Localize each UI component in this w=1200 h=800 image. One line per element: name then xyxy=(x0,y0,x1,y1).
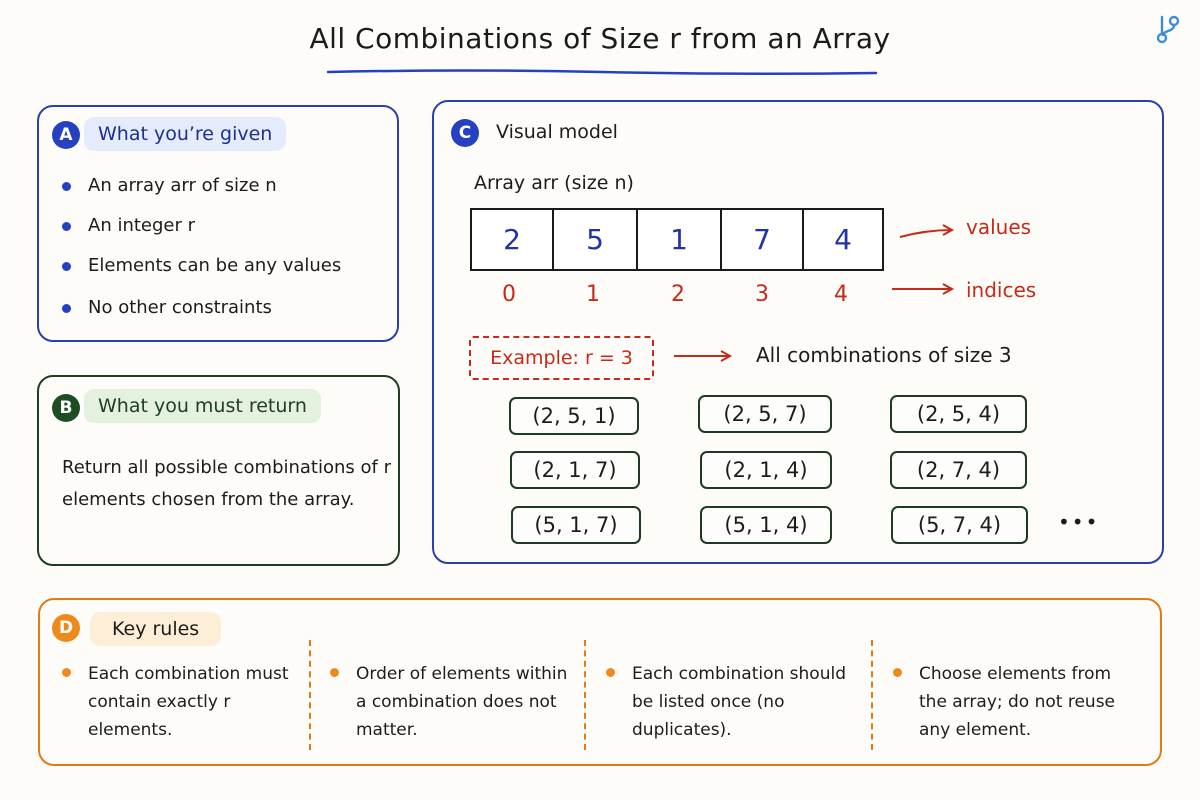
rule-item: Each combination must contain exactly r … xyxy=(62,660,289,744)
rule-item: Each combination should be listed once (… xyxy=(606,660,846,744)
arrow-right-icon xyxy=(892,283,955,295)
list-item: An integer r xyxy=(62,216,341,236)
arrow-right-icon xyxy=(899,224,955,238)
combination-box: (5, 7, 4) xyxy=(891,506,1028,544)
divider xyxy=(871,640,873,750)
divider xyxy=(309,640,311,750)
combination-box: (2, 7, 4) xyxy=(890,451,1027,489)
badge-b: B xyxy=(52,394,80,422)
bullet-icon xyxy=(606,668,615,677)
combination-box: (2, 5, 4) xyxy=(890,395,1027,433)
arrow-right-icon xyxy=(674,350,733,362)
combination-box: (2, 1, 4) xyxy=(700,451,832,489)
list-item: An array arr of size n xyxy=(62,176,341,196)
badge-d: D xyxy=(52,614,80,642)
panel-return-heading: What you must return xyxy=(84,389,321,423)
bullet-icon xyxy=(330,668,339,677)
divider xyxy=(584,640,586,750)
list-item: Elements can be any values xyxy=(62,256,341,276)
given-list: An array arr of size n An integer r Elem… xyxy=(62,176,341,318)
bullet-icon xyxy=(62,182,71,191)
panel-return xyxy=(37,375,400,566)
array-label: Array arr (size n) xyxy=(474,172,634,194)
branch-icon xyxy=(1156,15,1180,44)
badge-a: A xyxy=(52,121,80,149)
bullet-icon xyxy=(62,304,71,313)
bullet-icon xyxy=(62,222,71,231)
panel-given-heading: What you’re given xyxy=(84,117,287,151)
bullet-icon xyxy=(893,668,902,677)
combination-box: (2, 1, 7) xyxy=(510,451,640,489)
array-cell: 4 xyxy=(802,208,884,271)
array-index: 4 xyxy=(834,282,848,307)
return-description: Return all possible combinations of r el… xyxy=(62,457,391,510)
example-box: Example: r = 3 xyxy=(469,336,654,380)
values-label: values xyxy=(966,215,1032,239)
array-cell: 1 xyxy=(636,208,722,271)
array-index: 0 xyxy=(502,282,516,307)
array-index: 2 xyxy=(671,282,685,307)
bullet-icon xyxy=(62,668,71,677)
indices-label: indices xyxy=(966,278,1037,302)
panel-visual-heading: Visual model xyxy=(496,121,618,143)
panel-given xyxy=(37,105,399,342)
array-cell: 5 xyxy=(552,208,638,271)
panel-visual-model xyxy=(432,100,1164,564)
array-cell: 7 xyxy=(720,208,804,271)
ellipsis: ••• xyxy=(1058,510,1100,534)
rule-item: Order of elements within a combination d… xyxy=(330,660,567,744)
example-result: All combinations of size 3 xyxy=(756,343,1012,367)
page-title: All Combinations of Size r from an Array xyxy=(309,22,891,55)
array-cell: 2 xyxy=(470,208,554,271)
title-underline xyxy=(326,69,878,76)
panel-key-rules xyxy=(38,598,1162,766)
combination-box: (5, 1, 7) xyxy=(511,506,641,544)
panel-rules-heading: Key rules xyxy=(90,612,222,646)
combination-box: (5, 1, 4) xyxy=(700,506,832,544)
rule-item: Choose elements from the array; do not r… xyxy=(893,660,1115,744)
combination-box: (2, 5, 7) xyxy=(698,395,832,433)
bullet-icon xyxy=(62,262,71,271)
combination-box: (2, 5, 1) xyxy=(509,397,639,435)
array-index: 3 xyxy=(755,282,769,307)
array-index: 1 xyxy=(586,282,600,307)
list-item: No other constraints xyxy=(62,298,341,318)
badge-c: C xyxy=(451,119,479,147)
